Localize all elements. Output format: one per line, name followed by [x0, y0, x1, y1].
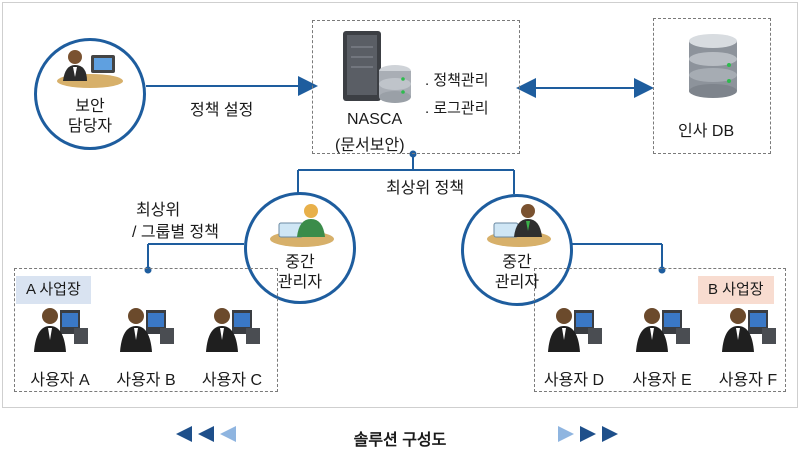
user-c: 사용자 C — [192, 300, 272, 390]
user-workstation-icon — [206, 308, 260, 352]
site-b-tag: B 사업장 — [698, 276, 774, 304]
arrow-right-icon — [558, 426, 618, 442]
user-a-label: 사용자 A — [30, 372, 90, 389]
connector-lines — [144, 76, 666, 274]
server-function-2: . 로그관리 — [425, 100, 489, 117]
server-function-1: . 정책관리 — [425, 72, 489, 89]
middle-manager-left-label-1: 중간 — [285, 254, 315, 271]
security-manager-label-2: 담당자 — [67, 118, 113, 135]
manager-icon — [270, 204, 334, 247]
user-a: 사용자 A — [20, 300, 100, 390]
operator-icon — [57, 50, 123, 88]
diagram-frame — [2, 2, 798, 408]
security-manager-label-1: 보안 — [75, 98, 105, 115]
site-b-box — [534, 268, 786, 392]
site-a-box — [14, 268, 278, 392]
manager-icon — [487, 204, 551, 247]
hr-db-label: 인사 DB — [678, 123, 735, 140]
user-workstation-icon — [548, 308, 602, 352]
user-e: 사용자 E — [622, 300, 702, 390]
user-b-label: 사용자 B — [116, 372, 176, 389]
user-f: 사용자 F — [708, 300, 788, 390]
group-policy-label-1: 최상위 — [136, 202, 181, 219]
user-f-label: 사용자 F — [718, 372, 778, 389]
top-policy-label: 최상위 정책 — [386, 180, 465, 197]
database-icon — [689, 34, 737, 98]
server-subtitle: (문서보안) — [335, 137, 405, 154]
footer-title: 솔루션 구성도 — [353, 432, 447, 449]
middle-manager-left-node: 중간 관리자 — [244, 192, 356, 304]
server-name: NASCA — [347, 111, 403, 128]
user-b: 사용자 B — [106, 300, 186, 390]
user-e-label: 사용자 E — [632, 372, 692, 389]
user-workstation-icon — [722, 308, 776, 352]
user-workstation-icon — [120, 308, 174, 352]
middle-manager-right-node: 중간 관리자 — [461, 194, 573, 306]
arrow-left-icon — [176, 426, 236, 442]
user-d-label: 사용자 D — [543, 372, 605, 389]
group-policy-label-2: / 그룹별 정책 — [132, 224, 219, 241]
middle-manager-right-label-1: 중간 — [502, 254, 532, 271]
user-workstation-icon — [34, 308, 88, 352]
policy-setting-label: 정책 설정 — [190, 102, 254, 119]
middle-manager-right-label-2: 관리자 — [494, 274, 540, 291]
user-c-label: 사용자 C — [201, 372, 263, 389]
user-d: 사용자 D — [534, 300, 614, 390]
nasca-server-box: . 정책관리 . 로그관리 NASCA (문서보안) — [312, 20, 520, 154]
server-icon — [343, 31, 411, 103]
middle-manager-left-label-2: 관리자 — [277, 274, 323, 291]
hr-db-box: 인사 DB — [653, 18, 771, 154]
security-manager-node: 보안 담당자 — [34, 38, 146, 150]
site-a-tag: A 사업장 — [16, 276, 91, 304]
user-workstation-icon — [636, 308, 690, 352]
